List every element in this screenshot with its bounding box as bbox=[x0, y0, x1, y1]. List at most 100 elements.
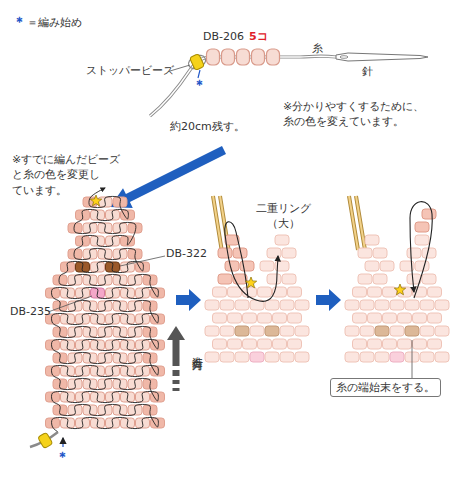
start-mark: ＊ bbox=[193, 76, 206, 94]
bead-row bbox=[207, 49, 280, 65]
bead-code: DB-322 bbox=[166, 246, 207, 261]
bead bbox=[345, 300, 359, 310]
bead bbox=[205, 326, 219, 336]
bead bbox=[240, 261, 254, 271]
ring-wire bbox=[356, 196, 365, 250]
bead bbox=[407, 248, 421, 258]
bead bbox=[243, 313, 257, 323]
bead bbox=[267, 274, 281, 284]
bead bbox=[235, 352, 249, 362]
direction-arrow bbox=[173, 370, 180, 376]
bead bbox=[280, 326, 294, 336]
bead bbox=[250, 352, 264, 362]
bead bbox=[250, 326, 264, 336]
bead bbox=[368, 287, 382, 297]
flow-arrow bbox=[110, 146, 226, 208]
bead bbox=[435, 300, 449, 310]
bead bbox=[345, 352, 359, 362]
stopper-bead bbox=[38, 432, 53, 448]
bead-work bbox=[345, 209, 449, 362]
bead bbox=[435, 326, 449, 336]
bead bbox=[360, 326, 374, 336]
bead bbox=[428, 339, 442, 349]
bead bbox=[368, 339, 382, 349]
direction-arrow bbox=[173, 380, 180, 384]
star-mark bbox=[394, 284, 405, 295]
bead bbox=[258, 313, 272, 323]
bead bbox=[383, 313, 397, 323]
bead bbox=[375, 352, 389, 362]
note-text: ※分かりやすくするために、 糸の色を変えています。 bbox=[283, 99, 443, 130]
bead bbox=[265, 326, 279, 336]
thread-path bbox=[225, 222, 278, 302]
direction-arrow bbox=[173, 388, 180, 391]
bead bbox=[252, 49, 265, 65]
bead bbox=[295, 352, 309, 362]
bead bbox=[413, 313, 427, 323]
star-marks bbox=[90, 195, 405, 295]
bead bbox=[435, 352, 449, 362]
bead bbox=[420, 326, 434, 336]
bead bbox=[360, 352, 374, 362]
pointer-line bbox=[198, 70, 200, 78]
bead bbox=[422, 209, 436, 219]
bead bbox=[205, 300, 219, 310]
needle bbox=[336, 53, 428, 61]
bead bbox=[282, 248, 296, 258]
bead bbox=[360, 300, 374, 310]
stopper-bead bbox=[190, 54, 205, 71]
leader-line bbox=[120, 256, 165, 266]
direction-arrow bbox=[173, 340, 180, 366]
bead bbox=[390, 300, 404, 310]
bead-work bbox=[205, 235, 309, 362]
bead bbox=[353, 339, 367, 349]
bead bbox=[267, 248, 281, 258]
bead bbox=[237, 49, 250, 65]
bead bbox=[222, 49, 235, 65]
bead bbox=[428, 287, 442, 297]
thread-loop bbox=[186, 53, 207, 71]
bead bbox=[267, 49, 280, 65]
bead bbox=[373, 274, 387, 284]
bead bbox=[398, 339, 412, 349]
bead bbox=[258, 339, 272, 349]
bead bbox=[380, 261, 394, 271]
bead bbox=[365, 235, 379, 245]
bead bbox=[213, 313, 227, 323]
bead bbox=[243, 287, 257, 297]
pointer-line bbox=[62, 438, 63, 447]
bead bbox=[288, 287, 302, 297]
bead bbox=[218, 248, 232, 258]
bead bbox=[375, 326, 389, 336]
bead bbox=[273, 339, 287, 349]
bead bbox=[428, 313, 442, 323]
bead bbox=[260, 261, 274, 271]
bead bbox=[265, 352, 279, 362]
star-mark bbox=[90, 195, 101, 206]
bead bbox=[288, 339, 302, 349]
box-text: 糸の端始末をする。 bbox=[336, 380, 435, 395]
bead bbox=[280, 300, 294, 310]
bead bbox=[353, 287, 367, 297]
double-ring bbox=[349, 196, 365, 250]
bead bbox=[375, 300, 389, 310]
part-label: ストッパービーズ bbox=[86, 63, 174, 78]
bead-code: DB-206 bbox=[203, 29, 244, 44]
bead bbox=[383, 339, 397, 349]
flow-arrow bbox=[176, 289, 201, 311]
bead bbox=[420, 352, 434, 362]
bead bbox=[288, 313, 302, 323]
bead bbox=[358, 248, 372, 258]
ring-wire bbox=[356, 196, 365, 250]
bead bbox=[220, 300, 234, 310]
bead bbox=[422, 274, 436, 284]
start-mark: ＊ bbox=[56, 448, 69, 466]
note-text: ※すでに編んだビーズ と糸の色を変更し ています。 bbox=[12, 152, 132, 198]
bead bbox=[273, 313, 287, 323]
bead bbox=[390, 326, 404, 336]
bead bbox=[205, 352, 219, 362]
bead bbox=[225, 261, 239, 271]
bead bbox=[295, 300, 309, 310]
